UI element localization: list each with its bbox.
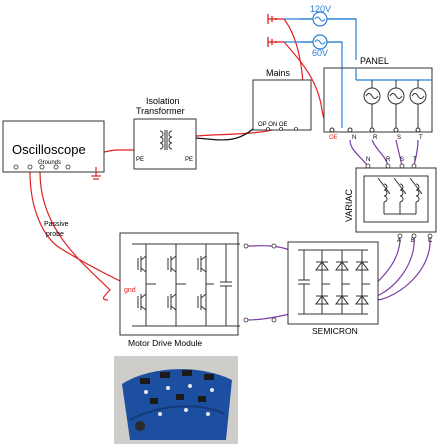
sine-wave bbox=[314, 16, 326, 22]
igbt-switch-icon bbox=[167, 293, 177, 311]
isolation-transformer: Isolation Transformer PE PE bbox=[133, 96, 197, 170]
black-wire-mains-iso bbox=[195, 127, 255, 141]
isolation-title-2: Transformer bbox=[136, 106, 185, 116]
panel-phase-sources bbox=[363, 80, 427, 128]
semicron: SEMICRON bbox=[271, 241, 379, 336]
capacitor-icon bbox=[298, 250, 310, 314]
variac-in-s: S bbox=[400, 157, 404, 163]
igbt-switch-icon bbox=[137, 293, 147, 311]
semicron-title: SEMICRON bbox=[312, 326, 358, 336]
ground-icon bbox=[267, 37, 284, 47]
panel-terminal-t: T bbox=[419, 135, 423, 141]
igbt-switch-icon bbox=[197, 293, 207, 311]
purple-wire-dc-pos bbox=[245, 245, 291, 251]
ground-icon bbox=[91, 167, 101, 180]
variac-coils bbox=[363, 175, 429, 223]
diode-icon bbox=[335, 261, 349, 271]
mains: Mains OP ON OE bbox=[252, 68, 312, 131]
diode-icon bbox=[355, 261, 369, 271]
variac-in-r: R bbox=[386, 157, 391, 163]
diode-icon bbox=[335, 295, 349, 305]
mains-terminals: OP ON OE bbox=[258, 122, 288, 128]
mains-source-60v: 60V bbox=[267, 34, 342, 58]
label-60v: 60V bbox=[312, 48, 328, 58]
mains-title: Mains bbox=[266, 68, 291, 78]
panel: PANEL OE N R S T bbox=[323, 56, 433, 141]
igbt-switch-icon bbox=[167, 255, 177, 273]
isolation-pe-left: PE bbox=[136, 157, 144, 163]
oscilloscope: Oscilloscope Grounds bbox=[2, 120, 105, 180]
variac: N R S T VARIAC A B C bbox=[344, 157, 437, 244]
diode-icon bbox=[315, 261, 329, 271]
igbt-switch-icon bbox=[197, 255, 207, 273]
motor-drive-module: gnd Motor Drive Module bbox=[119, 232, 249, 348]
purple-wire-b bbox=[371, 237, 415, 299]
isolation-pe-right: PE bbox=[185, 157, 193, 163]
panel-terminal-n: N bbox=[352, 135, 356, 141]
sine-wave bbox=[314, 39, 326, 45]
motor-drive-title: Motor Drive Module bbox=[128, 338, 202, 348]
variac-box bbox=[355, 167, 437, 233]
gnd-label: gnd bbox=[124, 287, 136, 294]
semicron-box bbox=[287, 241, 379, 325]
board-photo bbox=[114, 356, 238, 444]
mains-box bbox=[252, 79, 312, 131]
isolation-title-1: Isolation bbox=[146, 96, 180, 106]
passive-probe-label-1: Passive bbox=[44, 221, 69, 228]
purple-wire-n bbox=[349, 139, 369, 167]
ground-icon bbox=[267, 14, 284, 24]
variac-out-a: A bbox=[397, 238, 401, 244]
panel-terminals bbox=[329, 127, 421, 133]
red-wire-probe-gnd bbox=[39, 171, 111, 301]
panel-terminal-s: S bbox=[397, 135, 401, 141]
mains-source-120v: 120V bbox=[267, 4, 356, 27]
variac-title: VARIAC bbox=[344, 189, 354, 222]
passive-probe-label-2: probe bbox=[46, 231, 64, 238]
purple-wire-dc-neg bbox=[245, 313, 291, 321]
purple-wire-r bbox=[371, 139, 389, 167]
oscilloscope-box bbox=[2, 120, 105, 173]
diode-bridge bbox=[298, 249, 370, 315]
panel-terminal-r: R bbox=[373, 135, 378, 141]
transformer-coil-icon bbox=[159, 130, 173, 150]
variac-in-t: T bbox=[413, 157, 417, 163]
igbt-switch-icon bbox=[137, 255, 147, 273]
oscilloscope-grounds: Grounds bbox=[38, 160, 61, 166]
purple-wire-c bbox=[377, 237, 431, 301]
red-wire-mains-iso bbox=[195, 129, 273, 137]
purple-wire-t bbox=[413, 139, 419, 167]
variac-out-b: B bbox=[411, 238, 415, 244]
diode-icon bbox=[355, 295, 369, 305]
purple-wire-s bbox=[395, 139, 403, 167]
variac-out-c: C bbox=[428, 238, 433, 244]
capacitor-icon bbox=[220, 244, 232, 326]
igbt-bridge bbox=[132, 243, 240, 327]
panel-terminal-oe: OE bbox=[329, 135, 338, 141]
oscilloscope-title: Oscilloscope bbox=[12, 142, 86, 157]
diode-icon bbox=[315, 295, 329, 305]
label-120v: 120V bbox=[310, 4, 331, 14]
panel-title: PANEL bbox=[360, 56, 389, 66]
variac-in-n: N bbox=[366, 157, 370, 163]
red-wire-probe bbox=[29, 171, 133, 289]
